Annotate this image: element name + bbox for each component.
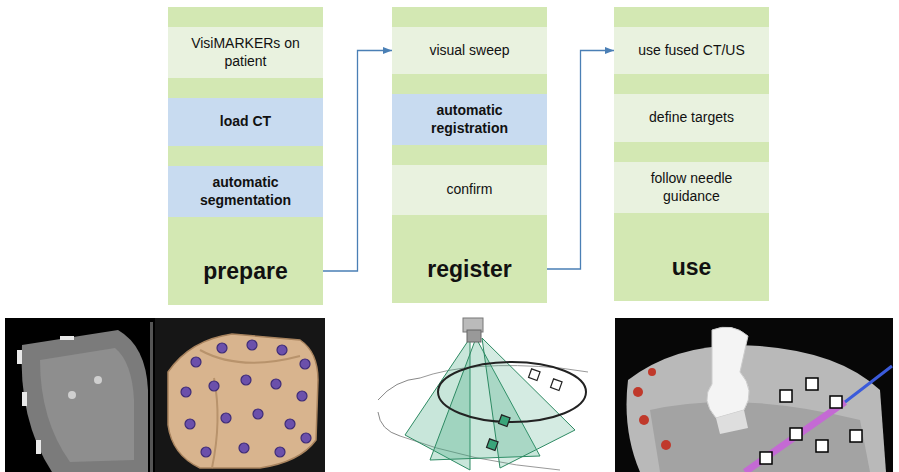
step-label: automatic segmentation — [168, 170, 323, 213]
surface-model — [155, 318, 325, 472]
phase-area: use — [614, 233, 769, 301]
stage-column: VisiMARKERs on patient load CT automatic s… — [168, 7, 323, 305]
step-label: visual sweep — [420, 38, 518, 64]
step-box: load CT — [168, 98, 323, 146]
step-box: automatic registration — [392, 94, 547, 145]
flow-arrow — [547, 51, 614, 270]
phase-area: register — [392, 235, 547, 303]
step-label: VisiMARKERs on patient — [168, 31, 323, 74]
step-box: confirm — [392, 165, 547, 215]
flow-arrow — [323, 51, 392, 272]
step-box: use fused CT/US — [614, 27, 769, 74]
step-label: load CT — [211, 109, 280, 135]
phase-title: prepare — [194, 253, 296, 290]
step-box: VisiMARKERs on patient — [168, 27, 323, 78]
phase-area: prepare — [168, 237, 323, 305]
phase-title: use — [663, 249, 721, 286]
step-box: visual sweep — [392, 27, 547, 74]
step-label: use fused CT/US — [629, 38, 754, 64]
stage-column: use fused CT/US define targets follow need… — [614, 7, 769, 301]
step-label: automatic registration — [392, 98, 547, 141]
step-label: follow needle guidance — [614, 166, 769, 209]
step-box: define targets — [614, 94, 769, 142]
ar-view — [615, 318, 893, 472]
stage-column: visual sweep automatic registration confir… — [392, 7, 547, 303]
step-box: automatic segmentation — [168, 166, 323, 217]
step-label: confirm — [438, 177, 502, 203]
sweep-sketch — [378, 318, 588, 470]
step-label: define targets — [640, 105, 743, 131]
phase-title: register — [418, 251, 520, 288]
ct-slice — [5, 318, 155, 472]
step-box: follow needle guidance — [614, 162, 769, 213]
